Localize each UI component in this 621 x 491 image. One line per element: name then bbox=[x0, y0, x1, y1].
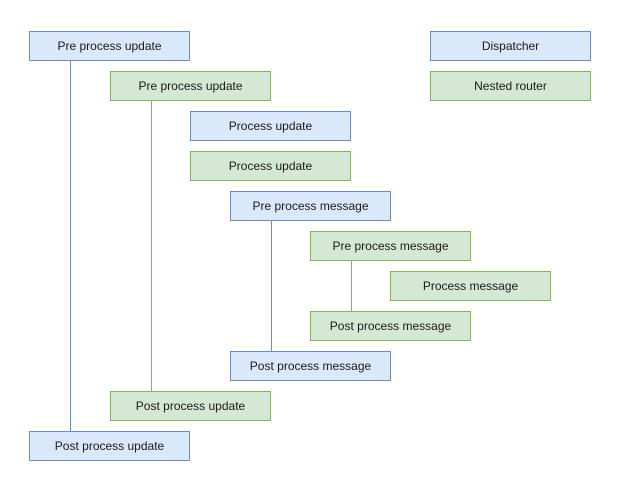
node-pre-process-message-dispatcher[interactable]: Pre process message bbox=[230, 191, 391, 221]
node-post-process-update-dispatcher[interactable]: Post process update bbox=[29, 431, 190, 461]
edge-connector-dispatcher-message bbox=[271, 221, 272, 351]
legend-item-nested-router[interactable]: Nested router bbox=[430, 71, 591, 101]
node-process-update-nested-router[interactable]: Process update bbox=[190, 151, 351, 181]
node-label: Process update bbox=[228, 159, 313, 173]
node-label: Process update bbox=[228, 119, 313, 133]
node-label: Post process update bbox=[54, 439, 165, 453]
node-label: Pre process update bbox=[57, 39, 162, 53]
legend-label: Dispatcher bbox=[481, 39, 540, 53]
node-label: Pre process message bbox=[252, 199, 369, 213]
edge-connector-nested-router-update bbox=[151, 101, 152, 391]
node-label: Post process message bbox=[329, 319, 452, 333]
node-pre-process-message-nested-router[interactable]: Pre process message bbox=[310, 231, 471, 261]
node-pre-process-update-dispatcher[interactable]: Pre process update bbox=[29, 31, 190, 61]
node-process-message-nested-router[interactable]: Process message bbox=[390, 271, 551, 301]
node-post-process-message-dispatcher[interactable]: Post process message bbox=[230, 351, 391, 381]
edge-connector-dispatcher-update bbox=[70, 61, 71, 431]
node-process-update-dispatcher[interactable]: Process update bbox=[190, 111, 351, 141]
node-pre-process-update-nested-router[interactable]: Pre process update bbox=[110, 71, 271, 101]
node-label: Post process update bbox=[135, 399, 246, 413]
legend-item-dispatcher[interactable]: Dispatcher bbox=[430, 31, 591, 61]
legend-label: Nested router bbox=[474, 79, 547, 93]
node-post-process-message-nested-router[interactable]: Post process message bbox=[310, 311, 471, 341]
edge-connector-nested-router-message bbox=[351, 261, 352, 311]
node-post-process-update-nested-router[interactable]: Post process update bbox=[110, 391, 271, 421]
node-label: Process message bbox=[422, 279, 519, 293]
node-label: Post process message bbox=[249, 359, 372, 373]
node-label: Pre process update bbox=[138, 79, 243, 93]
node-label: Pre process message bbox=[332, 239, 449, 253]
